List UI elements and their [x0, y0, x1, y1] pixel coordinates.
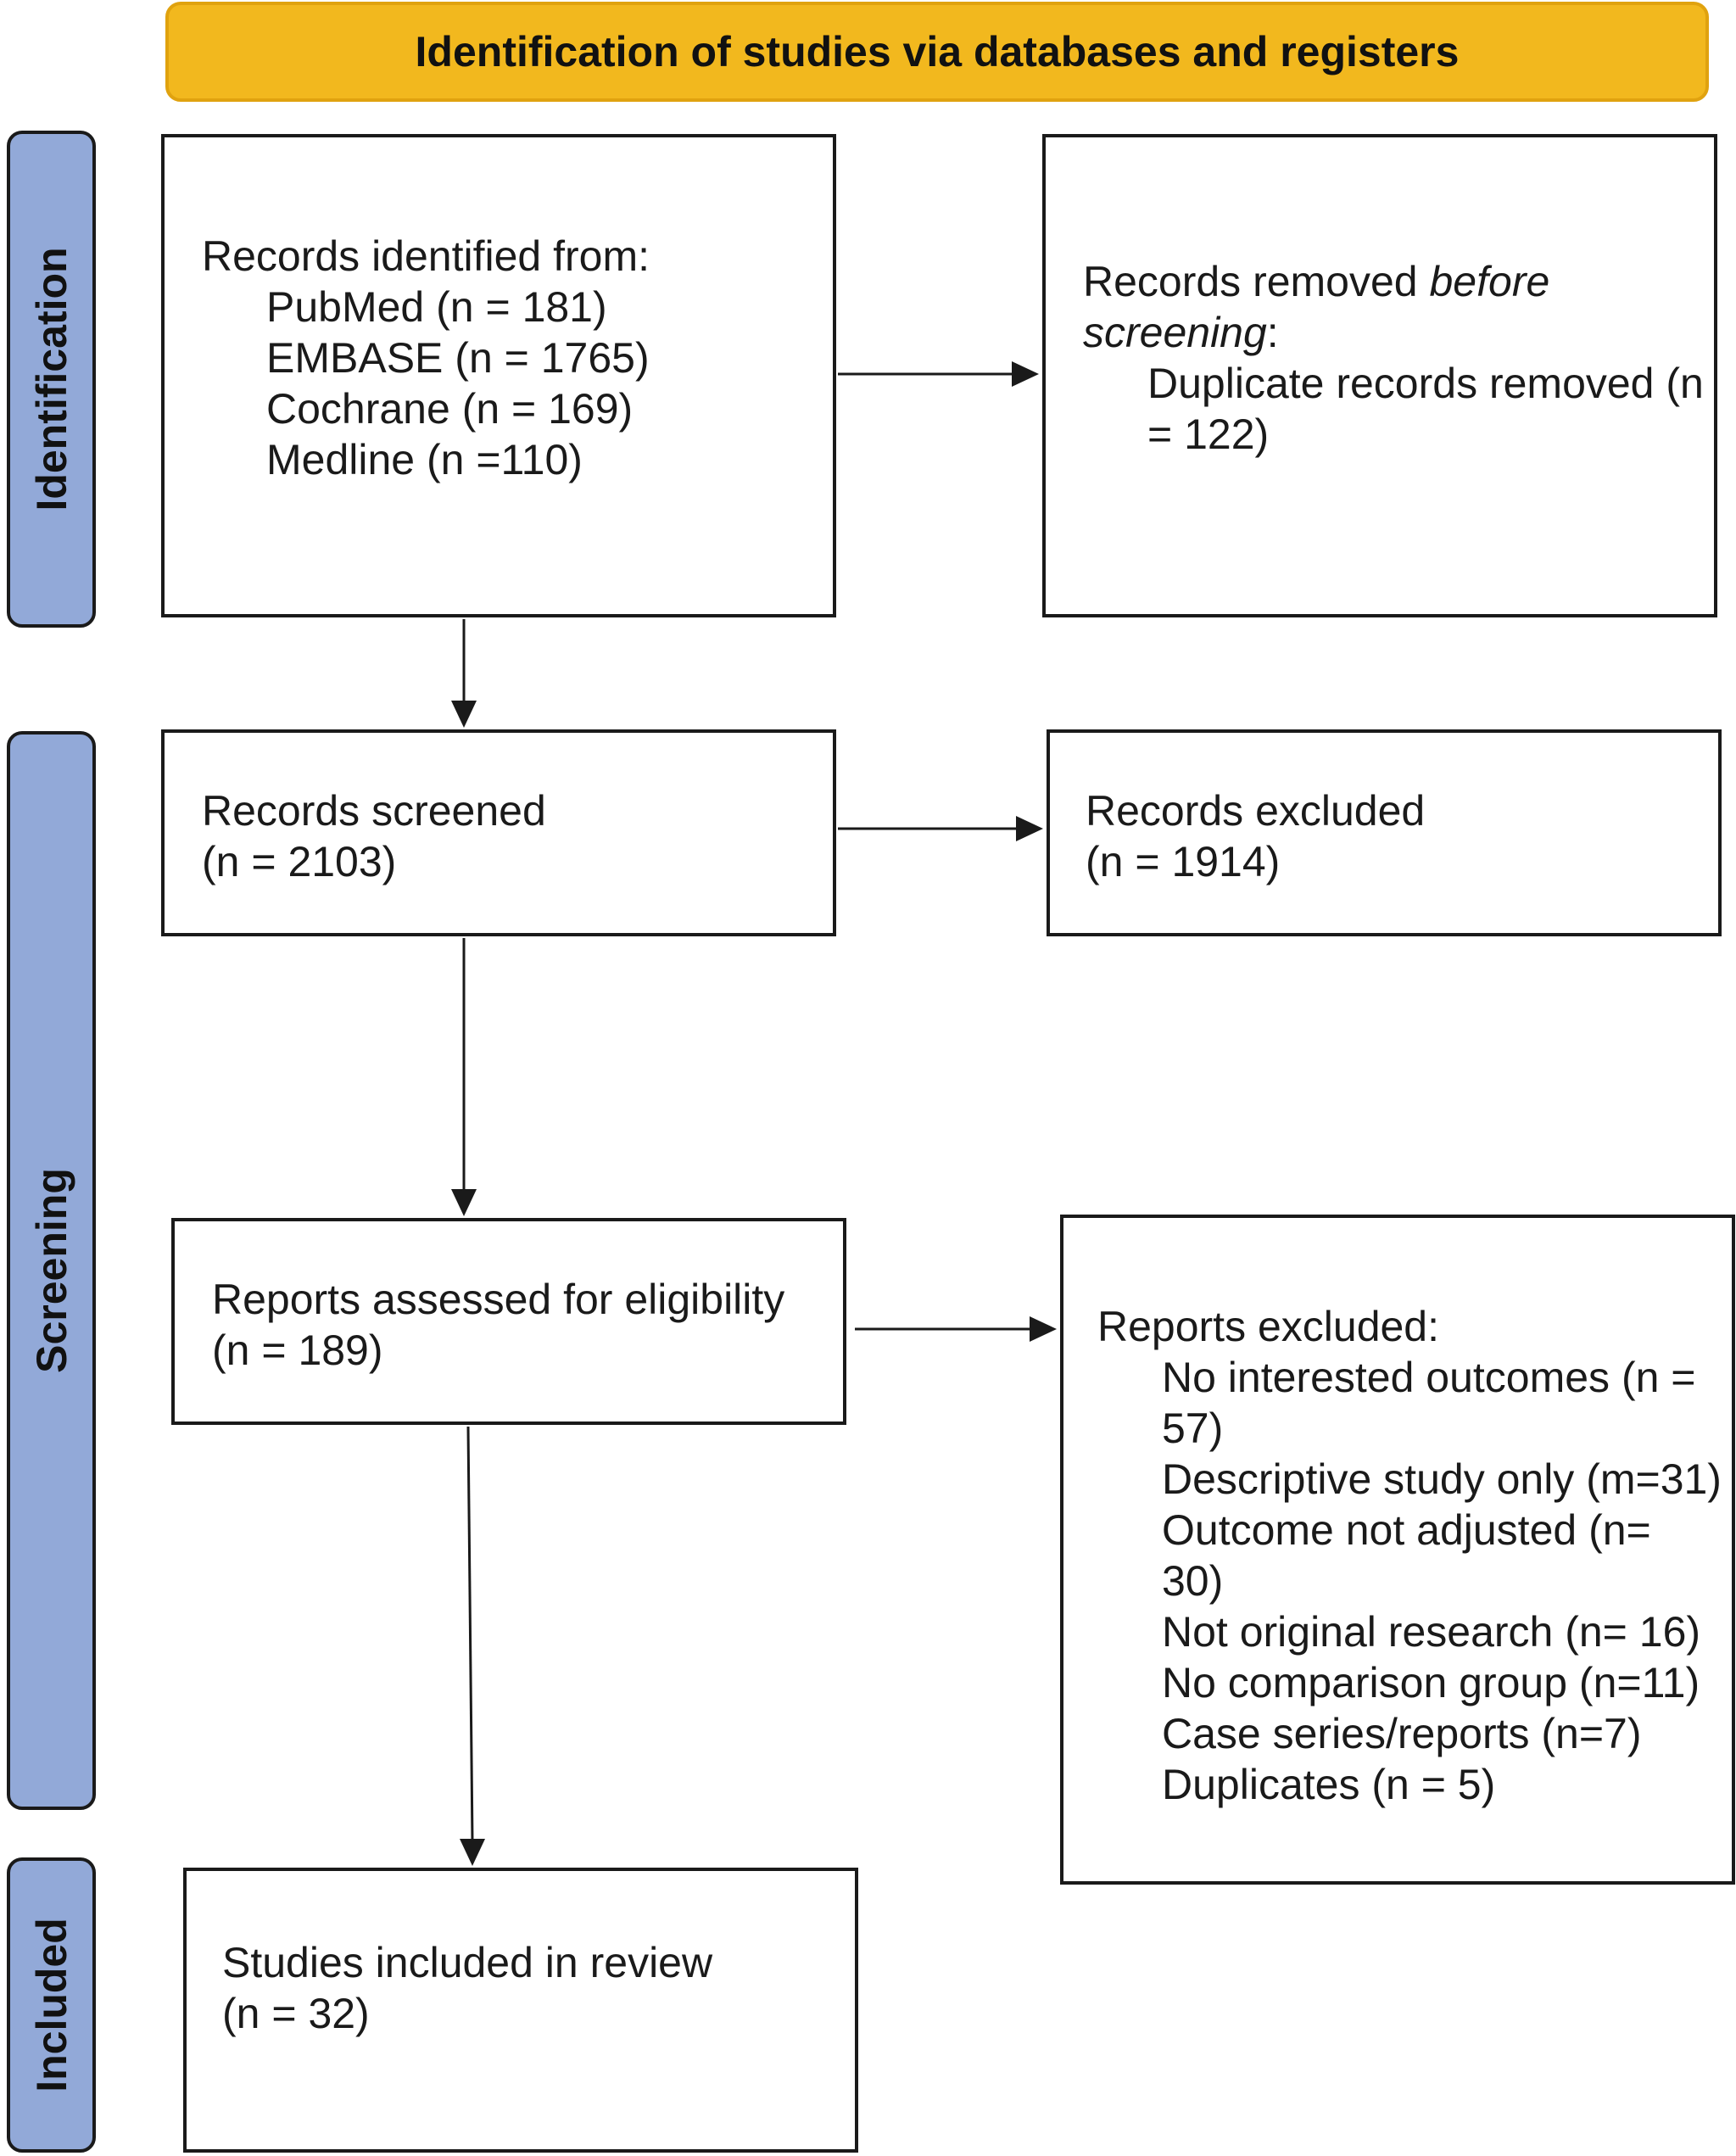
source-cochrane: Cochrane (n = 169)	[266, 385, 634, 433]
reports-excluded-heading: Reports excluded:	[1097, 1303, 1440, 1350]
arrow-assessed-to-included	[466, 1426, 474, 1843]
arrowhead-screened-to-excluded	[1016, 816, 1043, 841]
reason-not-adjusted-cont: 30)	[1162, 1557, 1224, 1605]
reports-assessed-label: Reports assessed for eligibility	[212, 1276, 785, 1323]
records-identified-box: Records identified from: PubMed (n = 181…	[161, 134, 836, 617]
source-embase: EMBASE (n = 1765)	[266, 334, 650, 382]
arrowhead-identified-to-removed	[1012, 361, 1039, 387]
source-pubmed: PubMed (n = 181)	[266, 283, 607, 331]
source-medline: Medline (n =110)	[266, 436, 583, 483]
reason-no-comparison: No comparison group (n=11)	[1162, 1659, 1700, 1706]
duplicates-removed-line2: = 122)	[1147, 411, 1270, 458]
records-screened-count: (n = 2103)	[202, 838, 397, 885]
reason-not-original: Not original research (n= 16)	[1162, 1608, 1701, 1656]
reports-excluded-box: Reports excluded: No interested outcomes…	[1060, 1215, 1735, 1885]
records-identified-heading: Records identified from:	[202, 232, 650, 280]
studies-included-count: (n = 32)	[222, 1990, 370, 2037]
reports-assessed-count: (n = 189)	[212, 1327, 383, 1374]
reason-no-outcomes: No interested outcomes (n =	[1162, 1354, 1696, 1401]
arrowhead-identified-to-screened	[451, 701, 477, 728]
reason-duplicates: Duplicates (n = 5)	[1162, 1761, 1496, 1808]
records-removed-heading-cont: screening:	[1083, 309, 1279, 356]
banner-title: Identification of studies via databases …	[415, 28, 1460, 75]
studies-included-label: Studies included in review	[222, 1939, 713, 1986]
reason-no-outcomes-cont: 57)	[1162, 1405, 1224, 1452]
records-removed-heading: Records removed before	[1083, 258, 1550, 305]
arrowhead-assessed-to-included	[460, 1839, 485, 1866]
reason-descriptive: Descriptive study only (m=31)	[1162, 1455, 1722, 1503]
stage-screening: Screening	[7, 731, 96, 1810]
records-excluded-count: (n = 1914)	[1086, 838, 1281, 885]
reason-not-adjusted: Outcome not adjusted (n=	[1162, 1506, 1651, 1554]
identification-banner: Identification of studies via databases …	[165, 2, 1709, 102]
stage-included: Included	[7, 1857, 96, 2153]
reason-case-series: Case series/reports (n=7)	[1162, 1710, 1642, 1757]
records-removed-box: Records removed before screening: Duplic…	[1042, 134, 1717, 617]
studies-included-box: Studies included in review (n = 32)	[183, 1868, 858, 2153]
arrowhead-assessed-to-excluded	[1030, 1316, 1057, 1342]
stage-identification: Identification	[7, 131, 96, 628]
records-screened-box: Records screened (n = 2103)	[161, 729, 836, 936]
records-screened-label: Records screened	[202, 787, 546, 835]
records-excluded-box: Records excluded (n = 1914)	[1047, 729, 1722, 936]
arrowhead-screened-to-assessed	[451, 1189, 477, 1216]
reports-assessed-box: Reports assessed for eligibility (n = 18…	[171, 1218, 846, 1425]
records-excluded-label: Records excluded	[1086, 787, 1426, 835]
duplicates-removed-line1: Duplicate records removed (n	[1147, 360, 1704, 407]
